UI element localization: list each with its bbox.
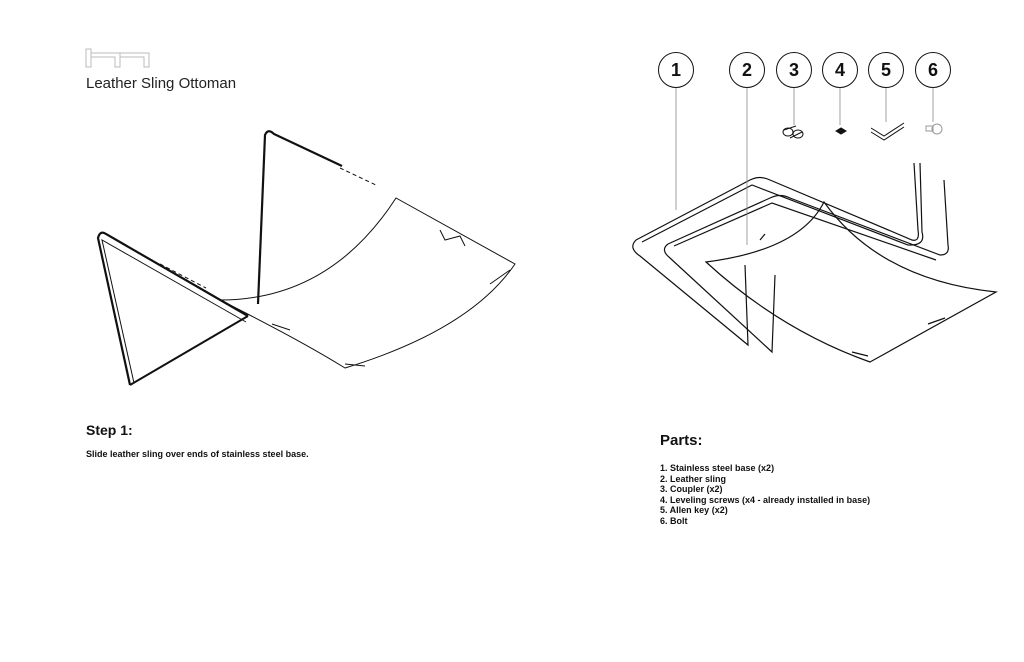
callout-4: 4 [822,52,858,88]
parts-heading: Parts: [660,432,703,449]
assembled-illustration [632,162,998,363]
allen-key-icon [870,122,905,141]
callout-5: 5 [868,52,904,88]
bolt-icon [925,123,943,135]
parts-list-item: 2. Leather sling [660,473,727,484]
product-title: Leather Sling Ottoman [86,75,237,92]
step1-illustration [96,130,516,386]
parts-list-item: 6. Bolt [660,515,688,526]
coupler-icon [782,125,804,139]
parts-list-item: 5. Allen key (x2) [660,505,728,515]
parts-list-item: 1. Stainless steel base (x2) [660,463,775,473]
callout-leaders [675,88,934,245]
callout-6: 6 [915,52,951,88]
step-heading: Step 1: [86,422,133,438]
callout-1: 1 [658,52,694,88]
callout-2: 2 [729,52,765,88]
parts-list-item: 3. Coupler (x2) [660,484,723,494]
parts-list: 1. Stainless steel base (x2) 2. Leather … [660,463,870,526]
callout-3: 3 [776,52,812,88]
parts-list-item: 4. Leveling screws (x4 - already install… [660,494,871,505]
leveling-screw-icon [835,127,847,135]
brand-logo [85,48,150,68]
step-description: Slide leather sling over ends of stainle… [86,449,309,459]
